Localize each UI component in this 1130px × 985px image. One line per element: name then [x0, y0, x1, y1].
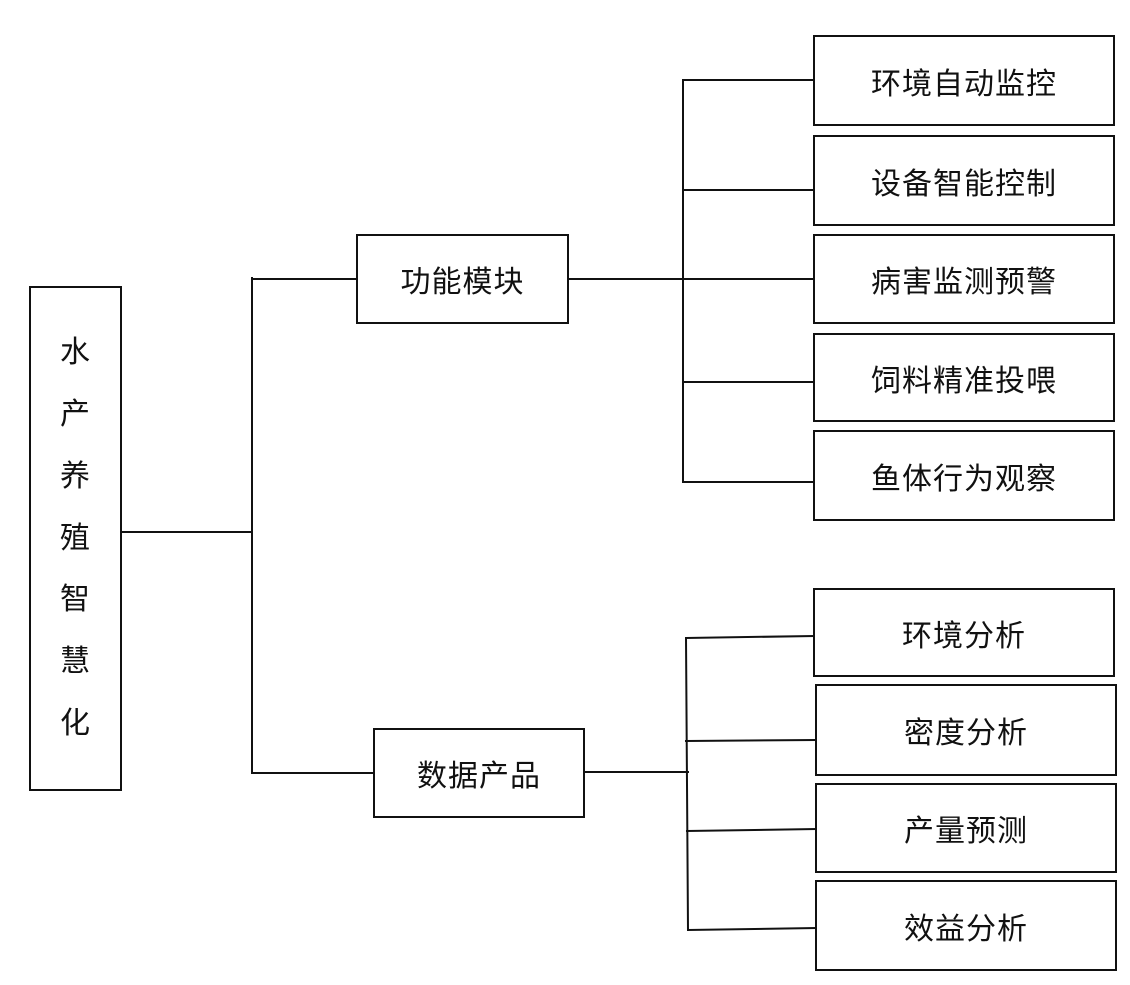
root-char: 殖: [60, 520, 91, 556]
connector-b2-child-2: [684, 738, 818, 743]
connector-b2-child-4: [686, 926, 818, 932]
leaf-node: 密度分析: [815, 684, 1117, 776]
leaf-node: 环境自动监控: [813, 35, 1115, 126]
root-node: 水 产 养 殖 智 慧 化: [29, 286, 122, 791]
leaf-node: 病害监测预警: [813, 234, 1115, 324]
leaf-node: 效益分析: [815, 880, 1117, 971]
connector-branch-2-vertical: [684, 636, 690, 932]
root-char: 水: [60, 334, 91, 370]
root-char: 智: [60, 582, 91, 618]
branch-node-function-modules: 功能模块: [356, 234, 569, 324]
root-char: 化: [60, 706, 91, 742]
root-char: 产: [60, 396, 91, 432]
branch-node-data-products: 数据产品: [373, 728, 585, 818]
leaf-node: 设备智能控制: [813, 135, 1115, 226]
root-char: 养: [60, 458, 91, 494]
leaf-node: 饲料精准投喂: [813, 333, 1115, 422]
root-char: 慧: [60, 644, 91, 680]
leaf-node: 产量预测: [815, 783, 1117, 873]
connector-b2-child-3: [685, 827, 818, 833]
leaf-node: 环境分析: [813, 588, 1115, 677]
connector-b2-child-1: [684, 634, 816, 640]
leaf-node: 鱼体行为观察: [813, 430, 1115, 521]
